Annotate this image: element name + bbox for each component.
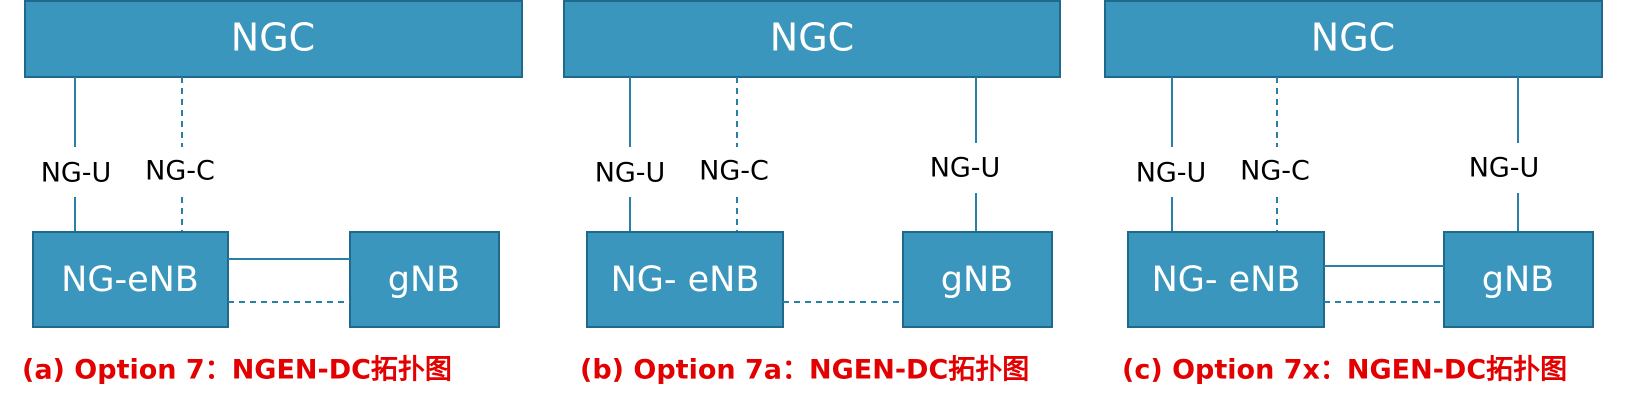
panel-b-ngc-label: NGC (770, 16, 854, 60)
panel-c-ngc-box (1104, 0, 1603, 78)
panel-c-ng-enb-box (1127, 231, 1325, 328)
panel-a-gnb-label: gNB (388, 260, 460, 300)
panel-b-gnb-label: gNB (941, 260, 1013, 300)
panel-c-ng-enb-label: NG- eNB (1152, 260, 1301, 300)
panel-a: NGC NG-U NG-C NG-eNB gNB (a) Option 7：NG… (22, 0, 523, 386)
panel-c-ngc-label: NGC (1311, 16, 1395, 60)
panel-a-gnb-box (349, 231, 500, 328)
panel-c-caption: (c) Option 7x：NGEN-DC拓扑图 (1122, 355, 1567, 386)
panel-b: NGC NG-U NG-C NG-U NG- eNB gNB (b) Optio… (563, 0, 1061, 386)
panel-c-gnb-box (1443, 231, 1594, 328)
panel-b-ng-enb-label: NG- eNB (611, 260, 760, 300)
panel-b-ng-enb-box (586, 231, 784, 328)
panel-b-ng-u-label: NG-U (595, 158, 666, 189)
panel-b-ngc-box (563, 0, 1061, 78)
panel-c-gnb-ng-u-label: NG-U (1469, 153, 1540, 184)
panel-c-ng-u-label: NG-U (1136, 158, 1207, 189)
panel-b-caption: (b) Option 7a：NGEN-DC拓扑图 (580, 355, 1029, 386)
panel-a-ng-c-label: NG-C (145, 156, 215, 187)
panel-a-ng-u-label: NG-U (41, 158, 112, 189)
panel-a-ngc-box (24, 0, 523, 78)
panel-a-caption: (a) Option 7：NGEN-DC拓扑图 (22, 355, 452, 386)
panel-c-gnb-label: gNB (1482, 260, 1554, 300)
panel-b-gnb-box (902, 231, 1053, 328)
panel-a-ng-enb-label: NG-eNB (61, 260, 199, 300)
panel-c-ng-c-label: NG-C (1240, 156, 1310, 187)
panel-a-ng-enb-box (32, 231, 229, 328)
panel-a-ngc-label: NGC (231, 16, 315, 60)
panel-c: NGC NG-U NG-C NG-U NG- eNB gNB (c) Optio… (1104, 0, 1603, 386)
panel-b-ng-c-label: NG-C (699, 156, 769, 187)
panel-b-gnb-ng-u-label: NG-U (930, 153, 1001, 184)
